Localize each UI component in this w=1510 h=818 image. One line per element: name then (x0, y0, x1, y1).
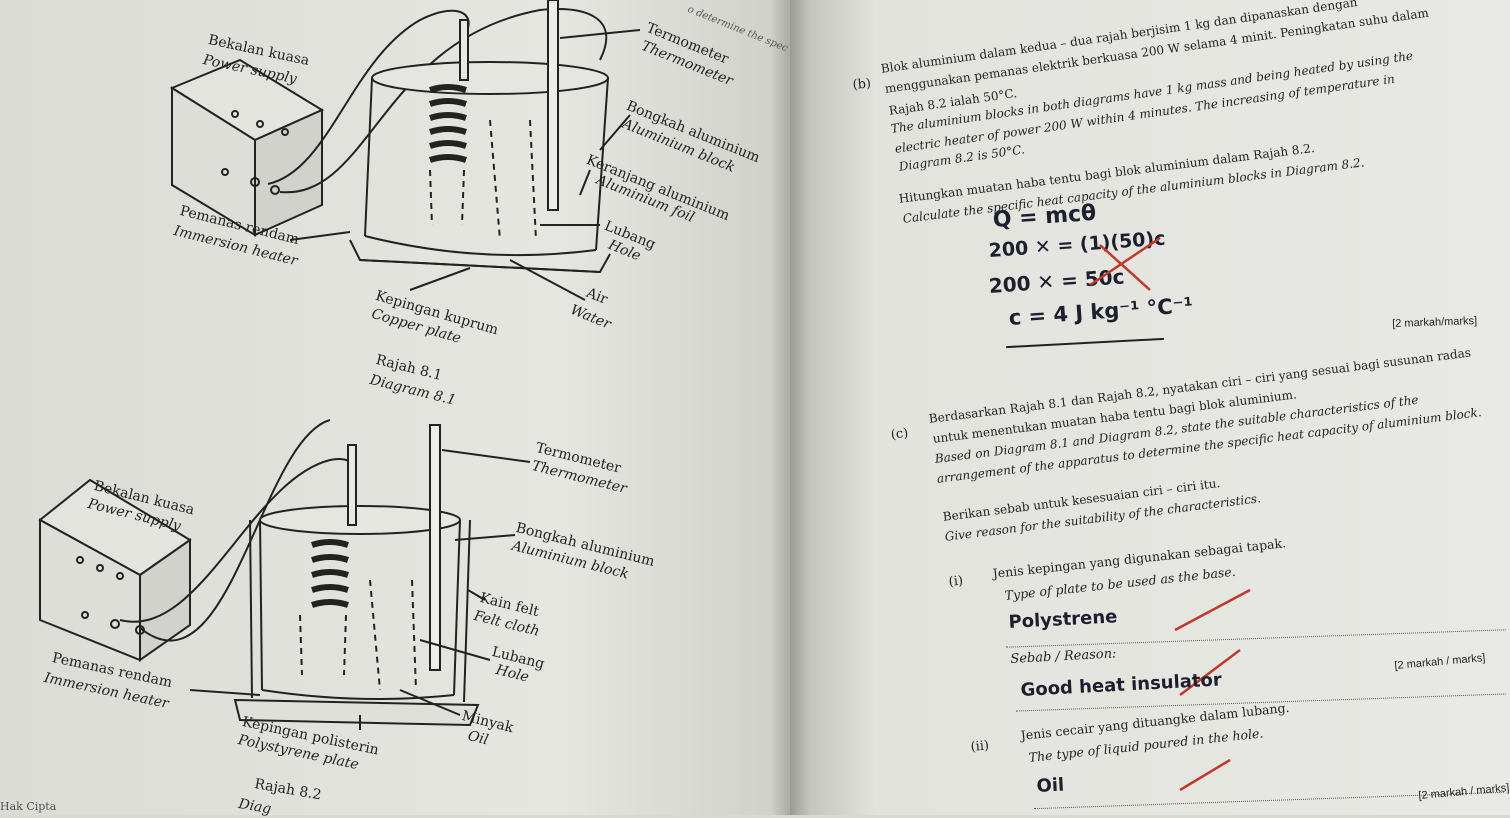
diagram-8-1 (169, 0, 641, 301)
book-gutter (770, 0, 810, 815)
part-ii-label: (ii) (970, 738, 990, 755)
part-ii-answer: Oil (1036, 774, 1065, 797)
right-page (790, 0, 1510, 815)
power-supply-box-2 (38, 478, 192, 662)
part-i-label: (i) (948, 573, 964, 590)
footer-copyright: Hak Cipta (0, 800, 57, 813)
power-supply-box-1 (169, 58, 325, 237)
question-b-label: (b) (852, 76, 872, 93)
diagram-8-2 (38, 419, 531, 730)
aluminium-block-1 (349, 61, 611, 274)
diagram-drawings (38, 0, 641, 730)
left-page (0, 0, 800, 815)
aluminium-block-2 (233, 505, 480, 727)
question-c-label: (c) (890, 425, 910, 443)
